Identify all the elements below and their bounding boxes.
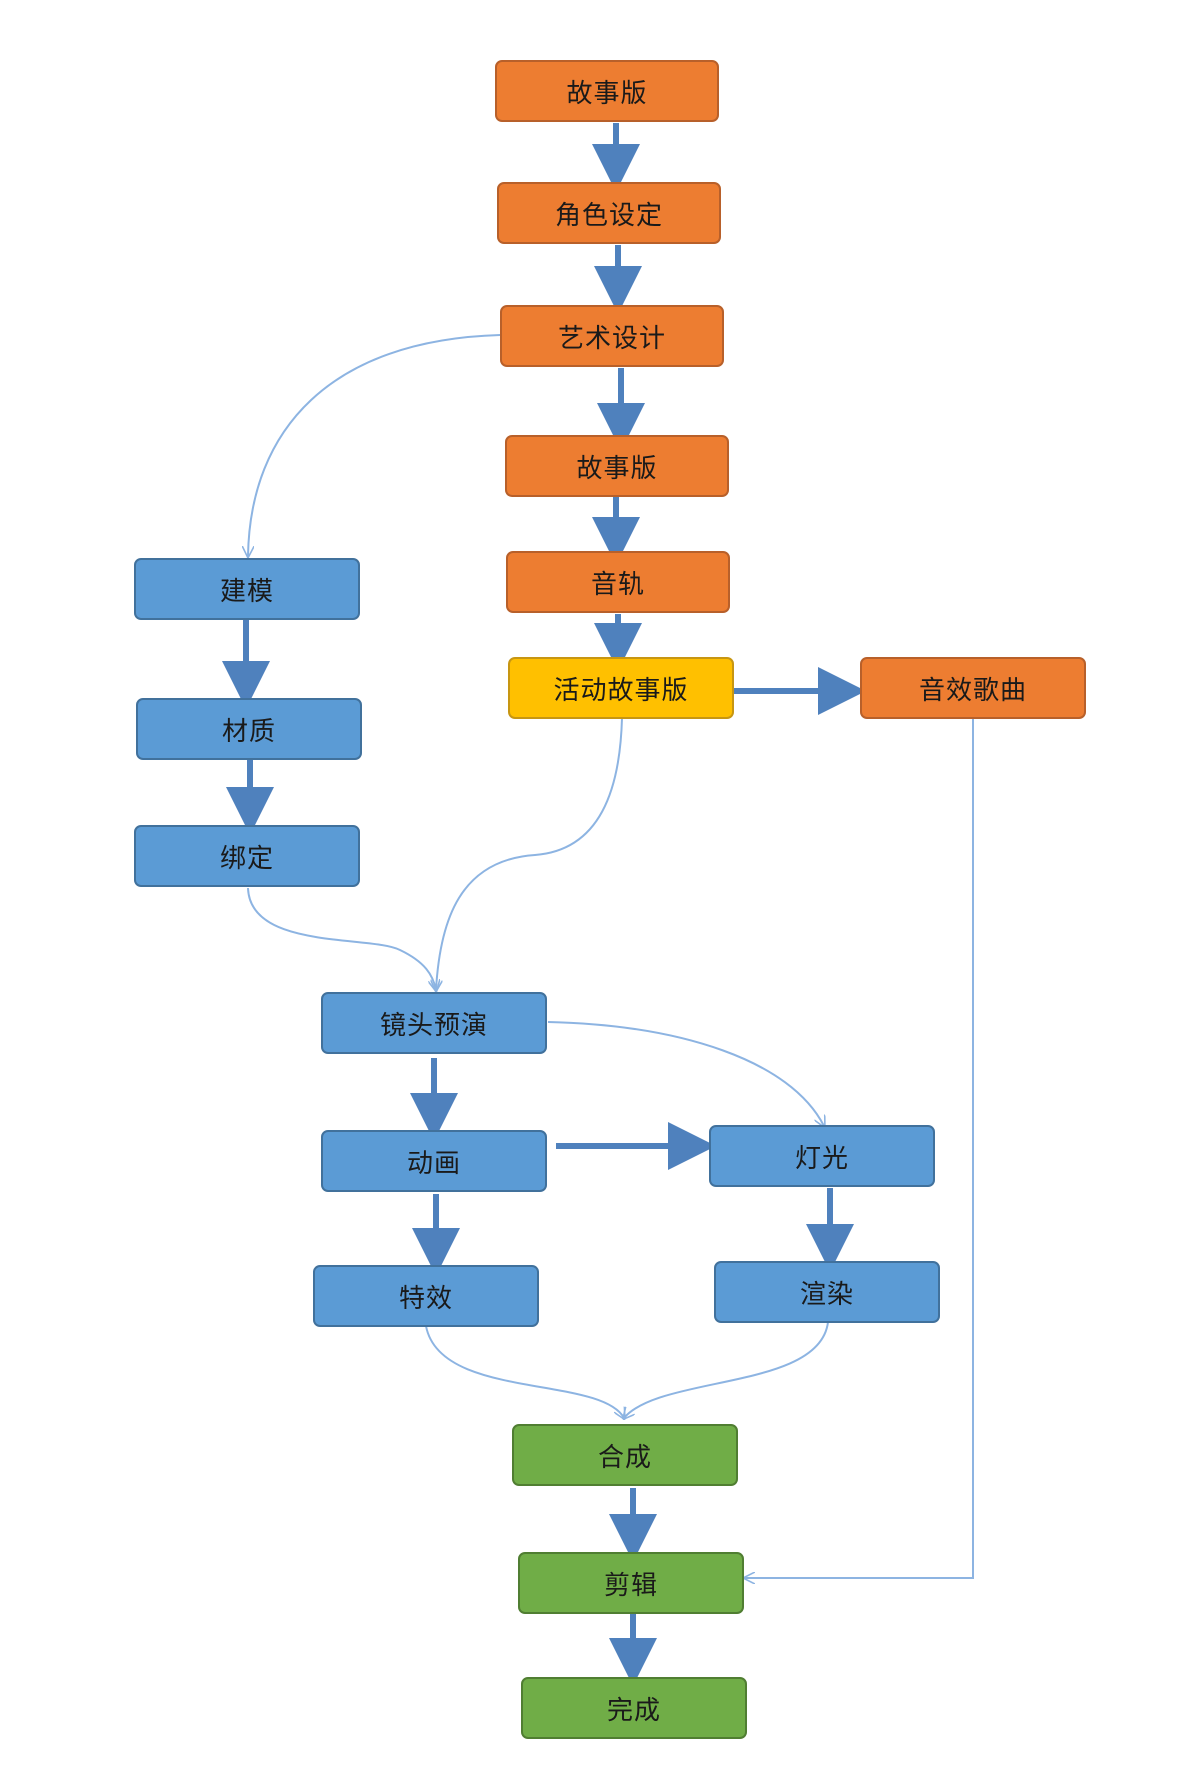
node-label: 完成 [606, 1695, 661, 1726]
curve-previs-to-lighting [547, 1021, 824, 1126]
node-label: 故事版 [576, 453, 658, 484]
node-label: 建模 [219, 576, 274, 607]
node-label: 音效歌曲 [918, 675, 1027, 706]
node-label: 角色设定 [554, 200, 663, 231]
node-label: 镜头预演 [379, 1010, 488, 1041]
node-character-design[interactable]: 角色设定 [497, 182, 721, 244]
node-label: 动画 [406, 1148, 461, 1179]
node-editing[interactable]: 剪辑 [518, 1552, 744, 1614]
node-label: 故事版 [566, 78, 648, 109]
node-sound-music[interactable]: 音效歌曲 [860, 657, 1086, 719]
node-modeling[interactable]: 建模 [134, 558, 360, 620]
node-label: 渲染 [799, 1279, 854, 1310]
curve-rigging-to-previs [247, 887, 436, 990]
node-active-storyboard[interactable]: 活动故事版 [508, 657, 734, 719]
node-label: 活动故事版 [553, 675, 689, 706]
curve-active-to-previs [436, 717, 623, 990]
node-art-design[interactable]: 艺术设计 [500, 305, 724, 367]
node-label: 特效 [398, 1283, 453, 1314]
node-effects[interactable]: 特效 [313, 1265, 539, 1327]
node-label: 合成 [597, 1442, 652, 1473]
node-label: 绑定 [219, 843, 274, 874]
node-storyboard-1[interactable]: 故事版 [495, 60, 719, 122]
node-label: 音轨 [590, 569, 645, 600]
line-sound-to-editing [745, 718, 974, 1578]
node-rendering[interactable]: 渲染 [714, 1261, 940, 1323]
node-animation[interactable]: 动画 [321, 1130, 547, 1192]
node-audio-track[interactable]: 音轨 [506, 551, 730, 613]
node-previs[interactable]: 镜头预演 [321, 992, 547, 1054]
node-label: 材质 [221, 716, 276, 747]
node-material[interactable]: 材质 [136, 698, 362, 760]
node-lighting[interactable]: 灯光 [709, 1125, 935, 1187]
node-label: 灯光 [794, 1143, 849, 1174]
node-storyboard-2[interactable]: 故事版 [505, 435, 729, 497]
node-label: 剪辑 [603, 1570, 658, 1601]
node-label: 艺术设计 [557, 323, 666, 354]
node-rigging[interactable]: 绑定 [134, 825, 360, 887]
node-done[interactable]: 完成 [521, 1677, 747, 1739]
node-compositing[interactable]: 合成 [512, 1424, 738, 1486]
curve-rendering-to-compositing [624, 1321, 829, 1418]
curve-art-to-modeling [248, 334, 501, 556]
curve-effects-to-compositing [425, 1325, 624, 1418]
